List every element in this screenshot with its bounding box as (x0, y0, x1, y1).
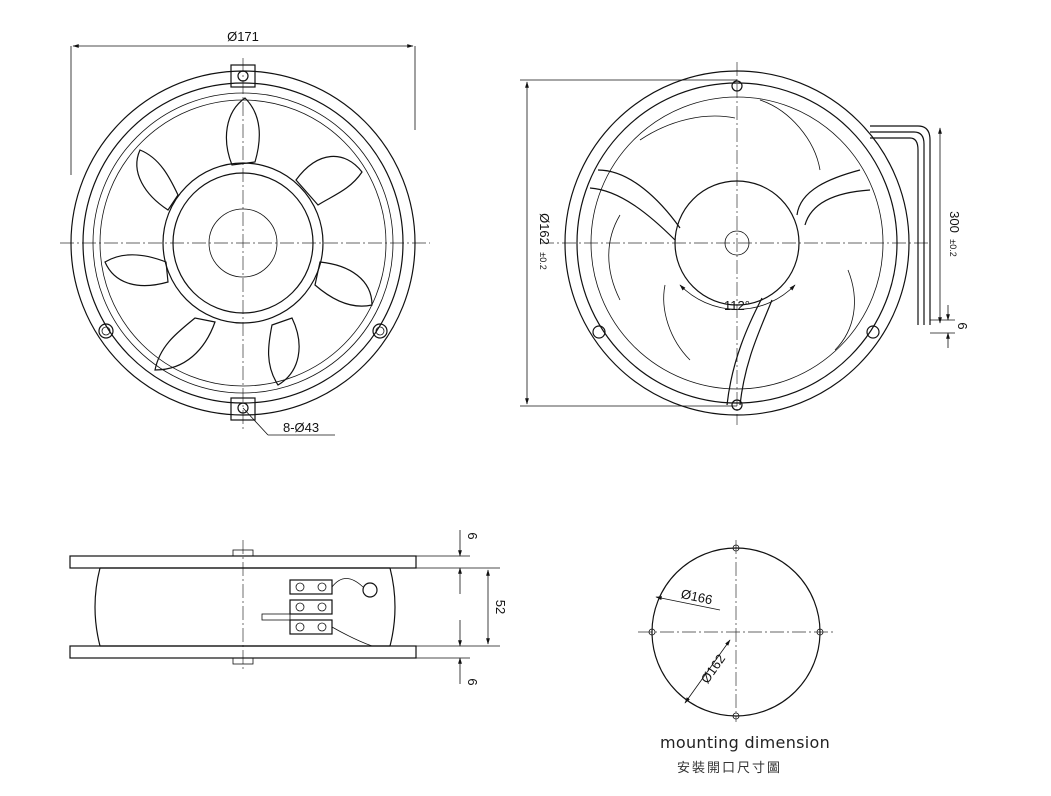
terminal-block (261, 578, 378, 647)
mounting-holes (98, 64, 388, 421)
flange-bottom-label: 6 (465, 678, 480, 685)
outer-diameter-label: Ø171 (227, 29, 259, 44)
fan-blades (104, 97, 373, 386)
lead-wires (870, 125, 931, 325)
mounting-hole-label: 8-Ø43 (283, 420, 319, 435)
cutout-hole-circle-label: Ø162 (698, 651, 729, 686)
flange-top-label: 6 (465, 532, 480, 539)
hole-spacing-tolerance: ±0.2 (538, 252, 548, 269)
mounting-cutout: Ø166 Ø162 (638, 540, 835, 722)
rib-angle-label: 112° (724, 298, 750, 313)
lead-length-label: 300 (947, 211, 962, 233)
depth-label: 52 (493, 600, 508, 614)
cutout-diameter-label: Ø166 (680, 586, 714, 607)
side-view: 6 52 6 (69, 530, 508, 686)
support-ribs (589, 169, 871, 406)
front-view: Ø171 8-Ø43 (60, 29, 430, 436)
hole-spacing-label: Ø162 (537, 213, 552, 245)
lead-strip-label: 6 (955, 322, 970, 329)
rear-view: 112° Ø162 ±0.2 300 ±0.2 6 (520, 62, 970, 425)
lead-length-tolerance: ±0.2 (948, 239, 958, 256)
rear-blades (608, 99, 855, 361)
mounting-caption-en: mounting dimension (660, 733, 831, 752)
mounting-caption-zh: 安裝開口尺寸圖 (677, 761, 783, 776)
